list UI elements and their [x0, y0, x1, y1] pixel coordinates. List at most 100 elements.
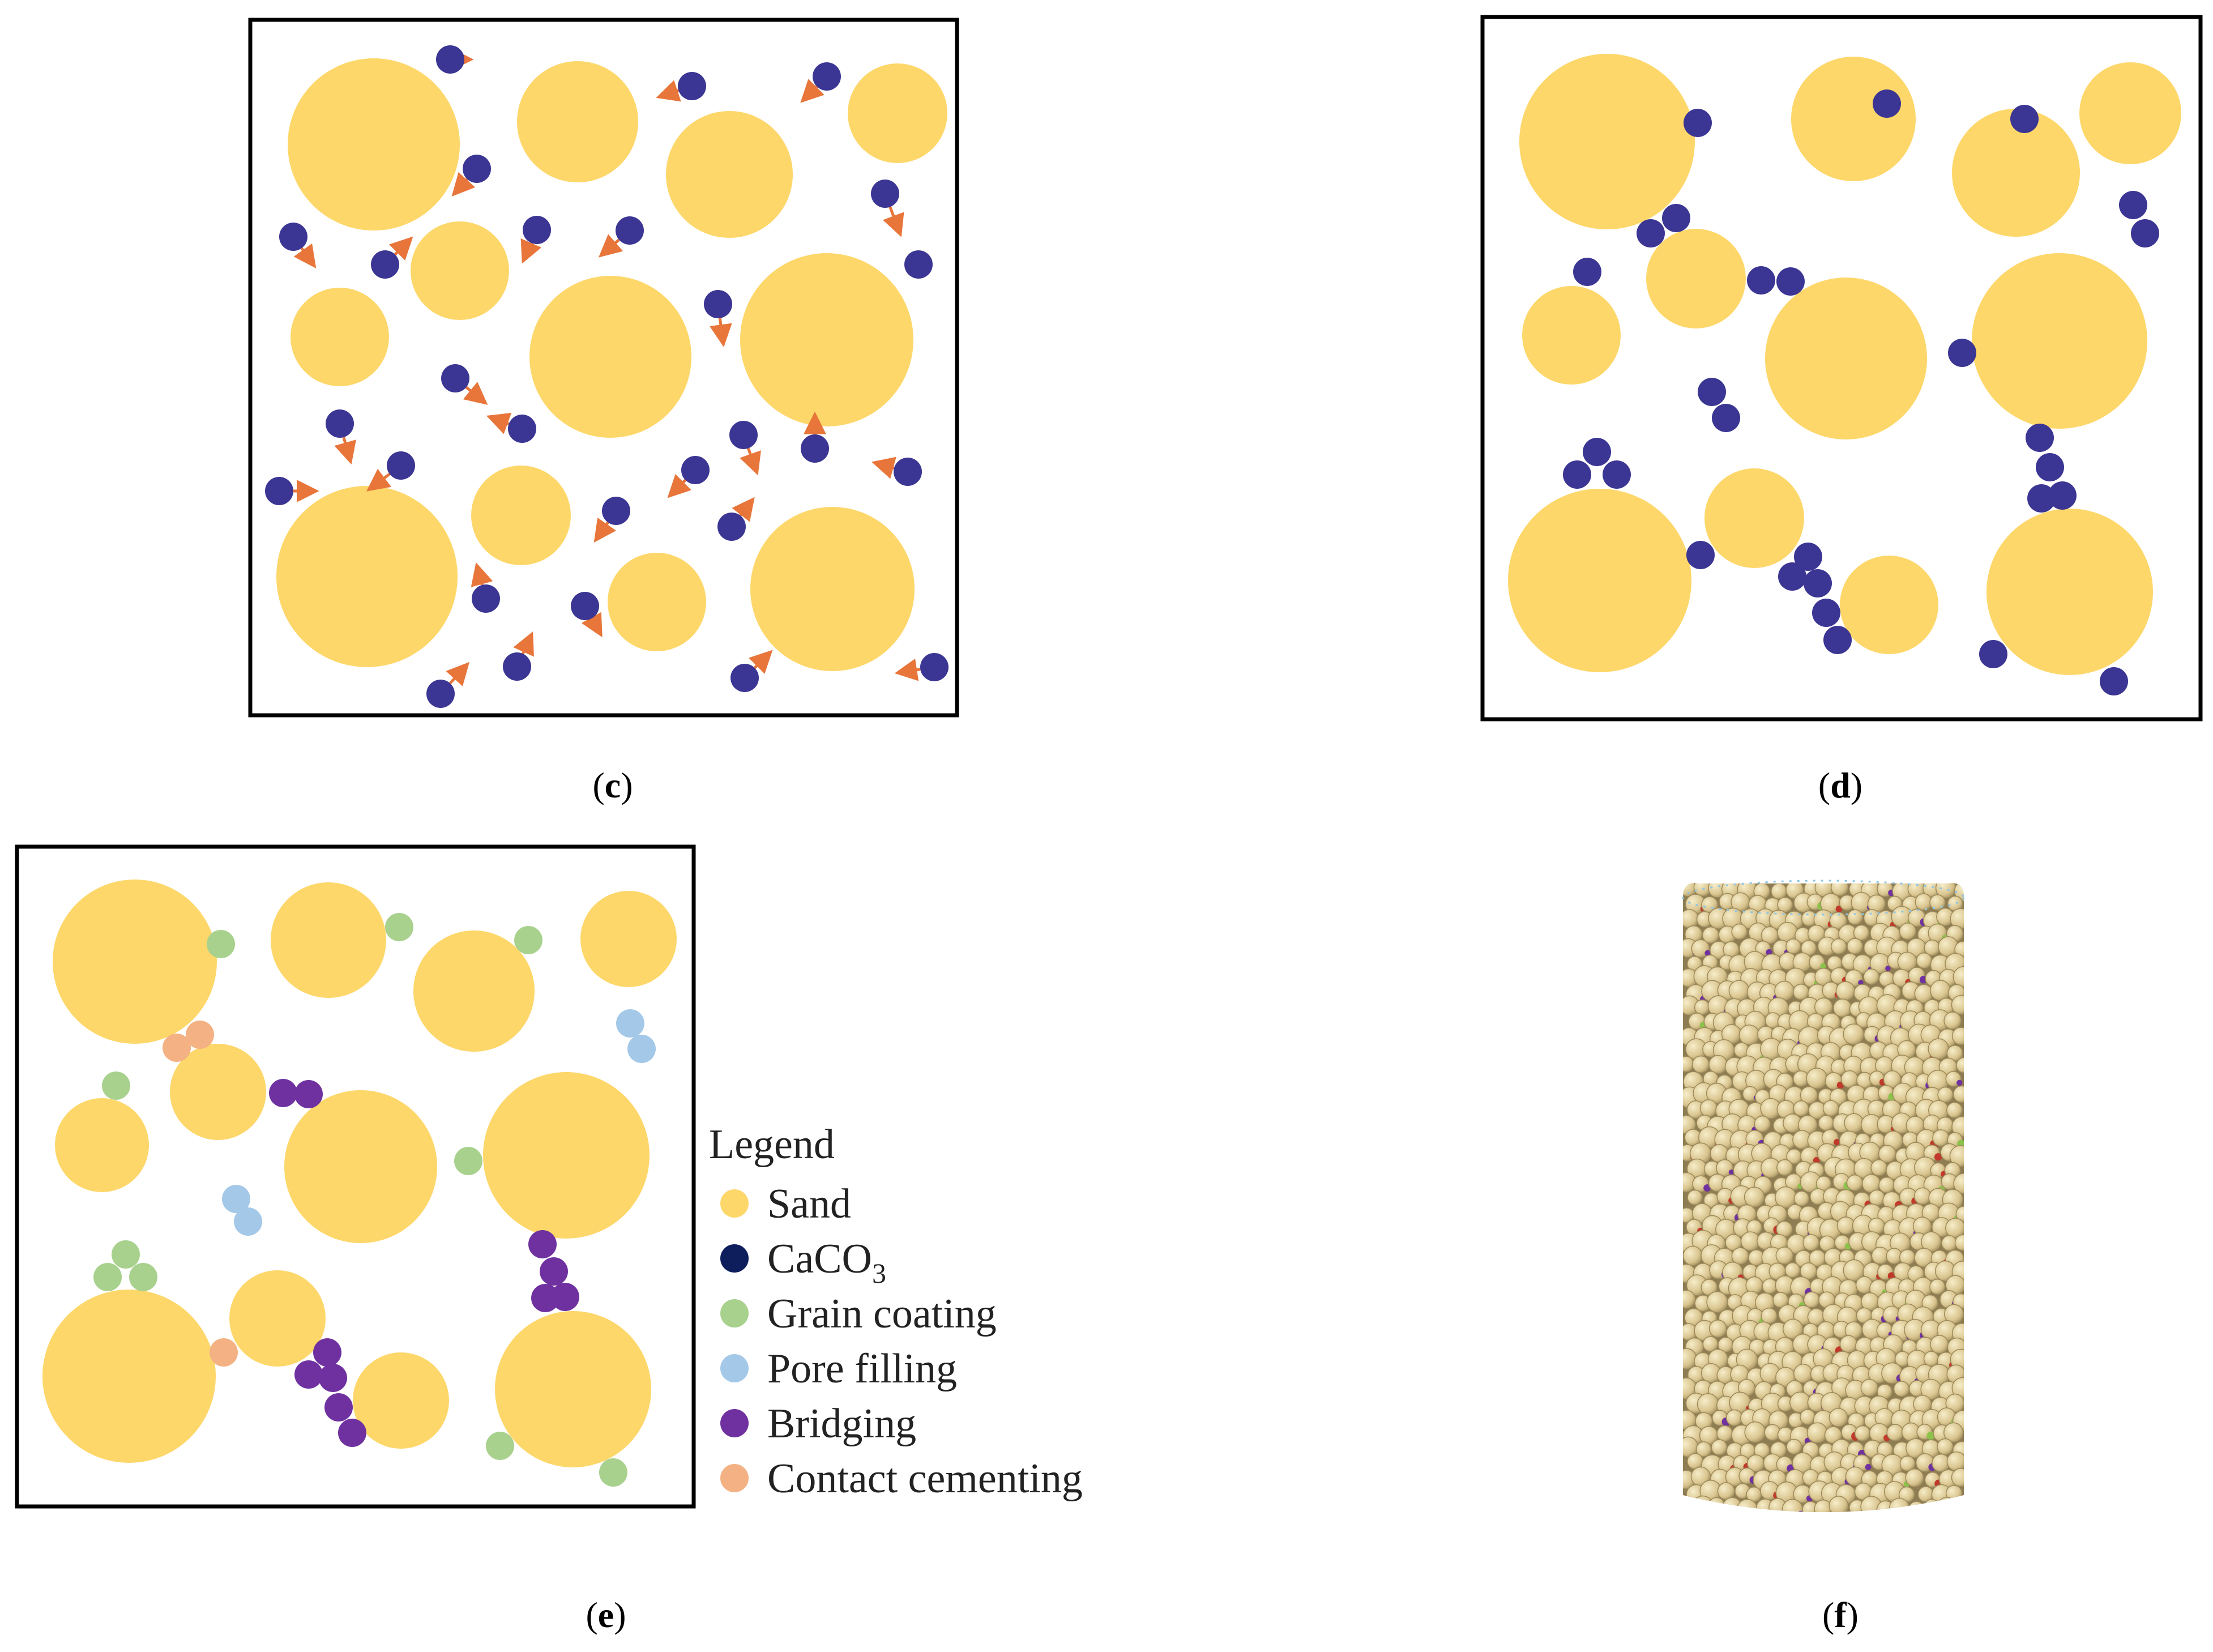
- movement-arrow: [740, 447, 761, 476]
- sand-bead: [1803, 1291, 1820, 1308]
- sand-grain: [170, 1044, 266, 1140]
- caco3-particle: [436, 45, 464, 74]
- grain-coating-particle: [129, 1263, 157, 1291]
- sand-bead: [1793, 983, 1809, 1000]
- caco3-particle: [1778, 562, 1806, 591]
- sand-grain: [290, 288, 389, 386]
- sand-bead: [1886, 1424, 1904, 1441]
- sand-grain: [580, 891, 677, 987]
- sand-bead: [1683, 1497, 1698, 1512]
- sand-bead: [1916, 952, 1933, 969]
- sand-grain: [1519, 54, 1695, 229]
- caco3-particle: [894, 458, 922, 486]
- caco3-particle: [871, 180, 899, 208]
- sand-bead: [1754, 1115, 1771, 1133]
- sand-bead: [1781, 1499, 1804, 1512]
- caco3-particle: [503, 652, 531, 681]
- caco3-particle: [2048, 481, 2077, 510]
- cylinder-top-rim: [1682, 880, 1965, 916]
- movement-arrow: [732, 497, 755, 522]
- cement-fleck: [1858, 980, 1864, 985]
- sand-bead: [1802, 1234, 1820, 1251]
- legend-marker-contact-cementing: [720, 1464, 749, 1492]
- legend-marker-pore-filling: [720, 1354, 749, 1382]
- legend-marker-grain-coating: [720, 1299, 749, 1327]
- sand-bead: [1953, 1085, 1964, 1103]
- sand-grain: [483, 1072, 650, 1239]
- pore-filling-particle: [234, 1207, 262, 1236]
- sand-bead: [1683, 909, 1699, 929]
- sand-bead: [1869, 1189, 1886, 1206]
- caco3-particle: [326, 409, 354, 438]
- sand-bead: [1793, 1190, 1810, 1207]
- sand-bead: [1761, 1307, 1778, 1325]
- sand-bead: [1954, 1234, 1964, 1251]
- caco3-particle: [616, 216, 644, 245]
- sand-bead: [1929, 894, 1946, 911]
- panel-label-c: (c): [592, 765, 633, 805]
- sand-grain: [1972, 253, 2147, 429]
- cement-fleck: [1934, 1153, 1942, 1161]
- caco3-particle: [1686, 541, 1715, 569]
- sand-grain: [1646, 229, 1746, 328]
- movement-arrow: [894, 658, 921, 681]
- contact-cementing-particle: [210, 1338, 238, 1367]
- movement-arrow: [520, 238, 542, 264]
- sand-bead: [1762, 1278, 1778, 1295]
- sand-bead: [1899, 923, 1917, 940]
- sand-bead: [1929, 1279, 1946, 1295]
- sand-grain: [1765, 278, 1927, 439]
- sand-bead: [1908, 1501, 1925, 1512]
- pore-filling-particle: [222, 1185, 250, 1213]
- cement-fleck: [1963, 1302, 1964, 1309]
- sand-grain: [608, 553, 706, 651]
- bridging-particle: [551, 1283, 579, 1311]
- caco3-particle: [1794, 543, 1822, 571]
- caco3-particle: [730, 664, 759, 692]
- caco3-particle: [2119, 191, 2147, 219]
- cement-fleck: [1813, 1157, 1820, 1164]
- movement-arrow: [334, 437, 356, 465]
- cement-fleck: [1736, 1508, 1744, 1512]
- legend-marker-sand: [720, 1189, 749, 1218]
- caco3-particle: [1747, 266, 1775, 294]
- sand-bead: [1716, 1425, 1733, 1442]
- caco3-particle: [1662, 204, 1690, 232]
- movement-arrow: [389, 236, 413, 261]
- legend-label-pore-filling: Pore filling: [767, 1346, 957, 1392]
- sand-bead: [1854, 1425, 1871, 1442]
- sand-grain: [53, 880, 217, 1044]
- sand-grain: [750, 507, 915, 671]
- sand-grain: [413, 930, 535, 1052]
- movement-arrow: [656, 80, 681, 102]
- caco3-particle: [678, 72, 706, 100]
- sand-grain: [276, 486, 458, 667]
- caco3-particle: [1583, 438, 1611, 466]
- sand-bead: [1708, 1497, 1725, 1512]
- sand-bead: [1951, 1027, 1964, 1045]
- movement-arrow: [667, 474, 691, 498]
- sand-bead: [1708, 1055, 1728, 1074]
- sand-bead: [1695, 1441, 1712, 1457]
- sand-bead: [1683, 1348, 1697, 1370]
- legend-title: Legend: [709, 1121, 835, 1168]
- contact-cementing-particle: [186, 1021, 214, 1049]
- caco3-particle: [508, 415, 536, 443]
- grain-coating-particle: [486, 1432, 514, 1460]
- caco3-particle: [2010, 105, 2039, 133]
- caco3-particle: [1823, 626, 1852, 654]
- sand-bead: [1889, 1497, 1910, 1512]
- movement-arrow: [710, 318, 732, 347]
- bridging-particle: [540, 1257, 568, 1286]
- movement-arrow: [513, 631, 534, 657]
- sand-bead: [1847, 938, 1864, 955]
- caco3-particle: [472, 584, 500, 613]
- caco3-particle: [2036, 453, 2064, 481]
- sand-bead: [1725, 1409, 1743, 1427]
- panel-c-diagram: [248, 18, 959, 718]
- sand-bead: [1683, 1290, 1696, 1309]
- movement-arrow: [366, 468, 391, 492]
- grain-coating-particle: [385, 913, 413, 941]
- sand-bead: [1946, 1451, 1964, 1471]
